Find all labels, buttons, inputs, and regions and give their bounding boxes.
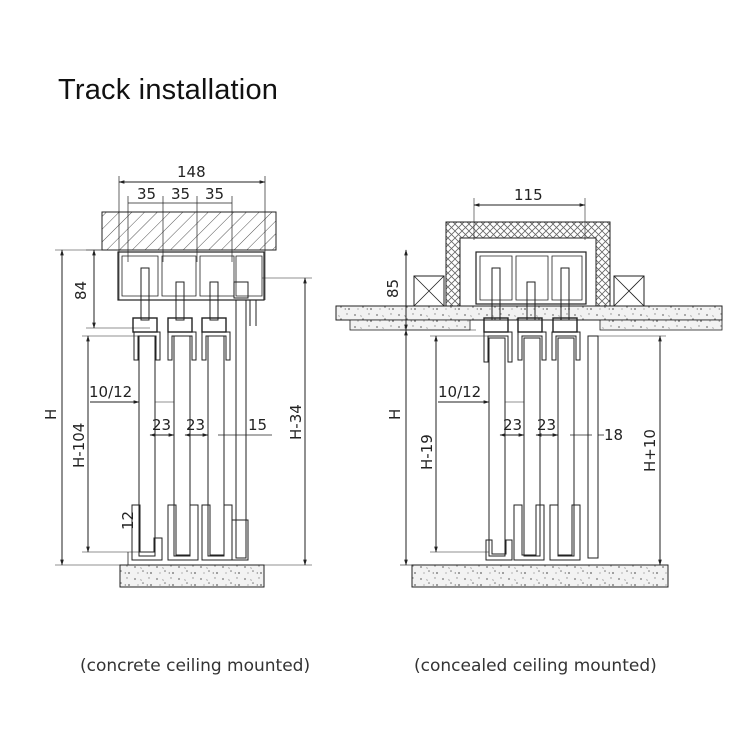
- right-drawing: [335, 198, 723, 588]
- left-ceiling-block: [101, 211, 277, 251]
- left-dim-12: 12: [119, 511, 137, 530]
- left-track-profile: [117, 251, 265, 301]
- left-drawing: [55, 176, 312, 588]
- left-dim-35-c: 35: [205, 185, 224, 203]
- right-caption: (concealed ceiling mounted): [414, 656, 657, 676]
- left-door-clamps: [133, 331, 231, 361]
- left-caption: (concrete ceiling mounted): [80, 656, 311, 676]
- right-floor-slab: [411, 564, 669, 588]
- left-dim-15: 15: [248, 416, 267, 434]
- right-dimension-labels: 115 85 H H-19 10/12 23 23 18 H+10: [384, 186, 659, 472]
- left-dim-148: 148: [177, 163, 206, 181]
- right-dim-H-plus-10: H+10: [641, 429, 659, 472]
- left-dim-23-a: 23: [152, 416, 171, 434]
- right-dim-H: H: [386, 409, 404, 420]
- left-dimension-labels: 148 35 35 35 84 H H-104 10/12 23 23 15 H…: [42, 163, 305, 530]
- right-dim-23-b: 23: [537, 416, 556, 434]
- right-dim-H-19: H-19: [418, 434, 436, 470]
- left-dim-H-104: H-104: [70, 423, 88, 468]
- left-dim-35-a: 35: [137, 185, 156, 203]
- left-dim-10-12: 10/12: [89, 383, 132, 401]
- page-title: Track installation: [58, 74, 279, 106]
- left-dim-35-b: 35: [171, 185, 190, 203]
- right-track-profile: [475, 251, 587, 305]
- right-dim-10-12: 10/12: [438, 383, 481, 401]
- left-dim-H: H: [42, 409, 60, 420]
- right-hangers: [483, 267, 578, 333]
- right-bottom-guides: [485, 504, 581, 561]
- right-dim-18: 18: [604, 426, 623, 444]
- right-dim-23-a: 23: [503, 416, 522, 434]
- left-dim-23-b: 23: [186, 416, 205, 434]
- right-door-panels: [488, 335, 599, 559]
- left-dim-84: 84: [72, 281, 90, 300]
- left-door-panels: [138, 299, 247, 559]
- left-dim-H-34: H-34: [287, 404, 305, 440]
- right-dim-115: 115: [514, 186, 543, 204]
- right-dim-85: 85: [384, 279, 402, 298]
- right-door-clamps: [483, 331, 581, 363]
- left-bottom-guides: [131, 504, 249, 561]
- left-floor-slab: [119, 564, 265, 588]
